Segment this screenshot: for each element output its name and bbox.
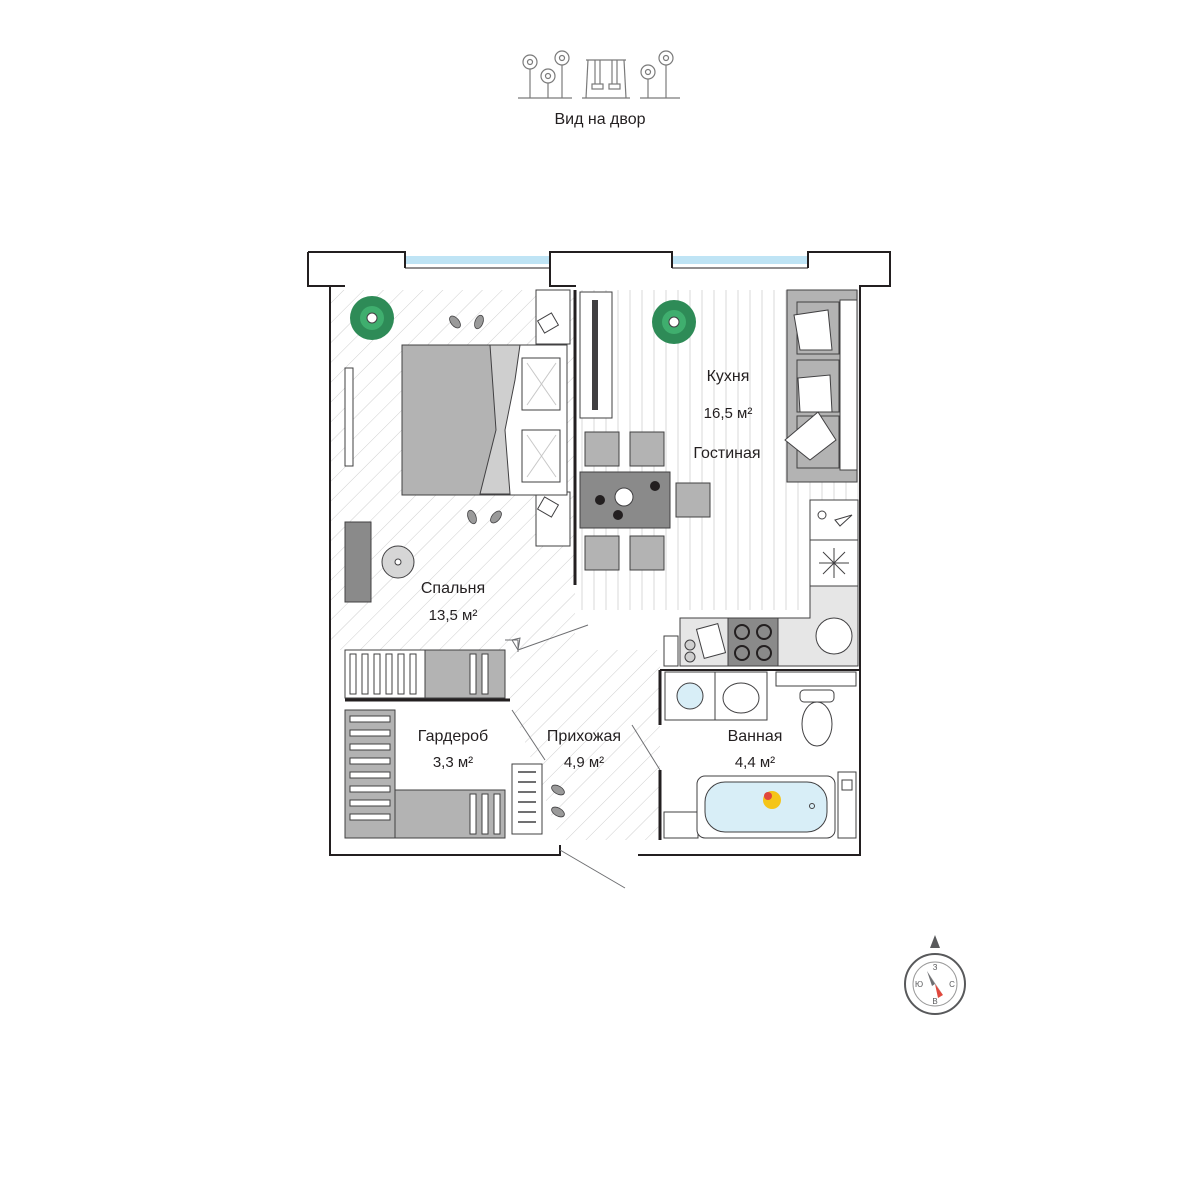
room-labels: Кухня 16,5 м² Гостиная Спальня 13,5 м² Г…	[418, 368, 783, 771]
slippers	[449, 314, 502, 525]
bathroom-fixtures	[663, 671, 857, 839]
bedroom-furniture	[344, 289, 571, 603]
kitchen-counter	[663, 585, 859, 667]
room-name-wardrobe: Гардероб	[418, 728, 488, 745]
stove-icon	[727, 617, 779, 667]
plant-icon	[652, 300, 696, 344]
hallway-furniture	[511, 763, 565, 835]
swing-icon	[582, 59, 630, 99]
room-name-bathroom: Ванная	[728, 728, 783, 745]
room-subname-living: Гостиная	[693, 445, 760, 462]
shoe-rack	[511, 763, 543, 835]
room-name-hallway: Прихожая	[547, 728, 621, 745]
kitchen-furniture	[579, 289, 859, 667]
room-area-wardrobe: 3,3 м²	[433, 754, 473, 771]
bed	[401, 344, 568, 496]
room-name-bedroom: Спальня	[421, 580, 485, 597]
compass-east: С	[949, 980, 955, 989]
toilet	[799, 689, 835, 703]
sofa	[784, 289, 858, 483]
dining-table	[579, 431, 711, 571]
fridge	[809, 499, 859, 587]
duck-icon	[763, 791, 781, 809]
room-area-kitchen: 16,5 м²	[704, 405, 753, 422]
compass-west: Ю	[915, 980, 923, 989]
room-area-bedroom: 13,5 м²	[429, 607, 478, 624]
flowers-icon	[518, 50, 572, 99]
plant-icon	[350, 296, 394, 340]
doors	[505, 624, 661, 889]
room-area-hallway: 4,9 м²	[564, 754, 604, 771]
sink-icon	[815, 617, 853, 655]
room-area-bathroom: 4,4 м²	[735, 754, 775, 771]
windows	[405, 256, 808, 264]
view-icons	[518, 50, 680, 99]
walls	[307, 251, 891, 856]
view-label: Вид на двор	[554, 111, 645, 128]
dresser	[344, 521, 372, 603]
flowers-icon	[640, 50, 680, 99]
nightstand	[535, 491, 571, 547]
compass-north: З	[933, 963, 938, 972]
compass-south: В	[932, 997, 937, 1006]
wall-shelf	[344, 367, 354, 467]
wardrobe-furniture	[344, 649, 506, 839]
room-name-kitchen: Кухня	[707, 368, 750, 385]
compass-icon: З В Ю С	[904, 935, 966, 1015]
